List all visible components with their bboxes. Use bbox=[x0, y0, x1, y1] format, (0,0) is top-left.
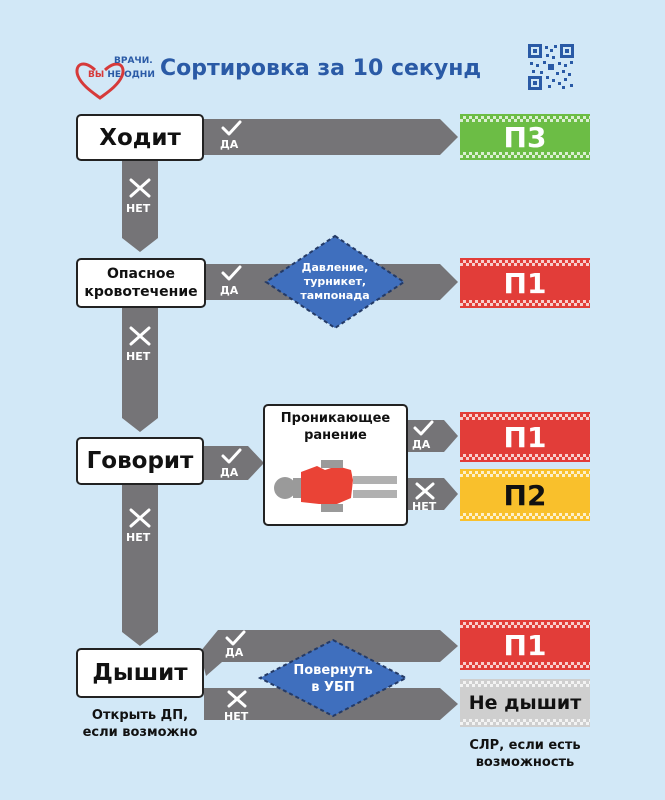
result-pattern bbox=[460, 471, 590, 477]
diamond-pressure-text: Давление, турникет, тампонада bbox=[276, 261, 394, 303]
node-bleeding-line1: Опасное bbox=[106, 266, 176, 282]
check-icon bbox=[221, 448, 242, 464]
node-penetrating-wound: Проникающее ранение bbox=[263, 404, 408, 526]
heart-logo-icon bbox=[75, 62, 125, 100]
arrow-talks-yes bbox=[204, 446, 264, 480]
result-not-breathing-label: Не дышит bbox=[468, 692, 582, 714]
note-cpr-line1: СЛР, если есть bbox=[469, 738, 581, 753]
node-talks: Говорит bbox=[76, 437, 204, 485]
result-pattern bbox=[460, 454, 590, 460]
yes-label: ДА bbox=[220, 138, 239, 151]
result-p2-label: П2 bbox=[503, 478, 547, 512]
note-airway-line2: если возможно bbox=[82, 725, 198, 740]
result-p1-breathing-label: П1 bbox=[503, 628, 547, 662]
arrow-walks-yes bbox=[204, 119, 458, 155]
note-airway-line1: Открыть ДП, bbox=[91, 708, 189, 723]
result-pattern bbox=[460, 152, 590, 158]
no-label: НЕТ bbox=[126, 202, 151, 215]
diamond-turn bbox=[257, 638, 409, 718]
arrow-talks-down bbox=[122, 485, 158, 646]
result-p1-penetrating: П1 bbox=[460, 412, 590, 462]
result-p1-breathing: П1 bbox=[460, 620, 590, 670]
penetrating-line1: Проникающее bbox=[280, 411, 391, 426]
node-walks: Ходит bbox=[76, 114, 204, 161]
logo-bottom-part-2: НЕ ОДНИ bbox=[107, 70, 155, 80]
result-p3-label: П3 bbox=[503, 120, 547, 154]
result-p1-bleeding-label: П1 bbox=[503, 266, 547, 300]
note-cpr: СЛР, если есть возможность bbox=[455, 737, 595, 771]
result-p3: П3 bbox=[460, 114, 590, 160]
result-p1-penetrating-label: П1 bbox=[503, 420, 547, 454]
yes-label: ДА bbox=[220, 466, 239, 479]
result-not-breathing: Не дышит bbox=[460, 679, 590, 727]
result-pattern bbox=[460, 414, 590, 420]
result-pattern bbox=[460, 116, 590, 122]
note-open-airway: Открыть ДП, если возможно bbox=[70, 707, 210, 741]
arrow-penetrating-yes bbox=[406, 420, 458, 452]
logo-bottom-text: ВЫ НЕ ОДНИ bbox=[88, 70, 155, 80]
result-pattern bbox=[460, 300, 590, 306]
check-icon bbox=[225, 630, 246, 646]
node-bleeding-line2: кровотечение bbox=[84, 284, 198, 300]
yes-label: ДА bbox=[220, 284, 239, 297]
node-breathes: Дышит bbox=[76, 648, 204, 698]
result-pattern bbox=[460, 622, 590, 628]
node-bleeding: Опасное кровотечение bbox=[76, 258, 206, 308]
yes-label: ДА bbox=[225, 646, 244, 659]
check-icon bbox=[413, 420, 434, 436]
no-label: НЕТ bbox=[126, 531, 151, 544]
pressure-line2: турникет, bbox=[303, 275, 367, 288]
diamond-turn-text: Повернуть в УБП bbox=[273, 662, 393, 696]
result-p2: П2 bbox=[460, 469, 590, 521]
turn-line1: Повернуть bbox=[293, 663, 373, 678]
no-label: НЕТ bbox=[224, 710, 249, 723]
penetrating-title: Проникающее ранение bbox=[265, 410, 406, 444]
note-cpr-line2: возможность bbox=[475, 755, 575, 770]
logo-top-text: ВРАЧИ. bbox=[114, 56, 153, 66]
no-label: НЕТ bbox=[412, 500, 437, 513]
injured-person-icon bbox=[274, 460, 397, 512]
diamond-pressure bbox=[264, 234, 406, 330]
arrow-bleeding-down bbox=[122, 308, 158, 432]
page-title: Сортировка за 10 секунд bbox=[160, 56, 482, 81]
yes-label: ДА bbox=[412, 438, 431, 451]
turn-line2: в УБП bbox=[311, 680, 355, 695]
pressure-line1: Давление, bbox=[301, 261, 369, 274]
check-icon bbox=[221, 120, 242, 136]
qr-code-icon bbox=[528, 44, 574, 90]
result-pattern bbox=[460, 681, 590, 687]
result-pattern bbox=[460, 513, 590, 519]
result-p1-bleeding: П1 bbox=[460, 258, 590, 308]
result-pattern bbox=[460, 719, 590, 725]
arrow-walks-down bbox=[122, 160, 158, 252]
result-pattern bbox=[460, 260, 590, 266]
logo-bottom-part-1: ВЫ bbox=[88, 70, 105, 80]
result-pattern bbox=[460, 662, 590, 668]
check-icon bbox=[221, 265, 242, 281]
pressure-line3: тампонада bbox=[300, 289, 370, 302]
no-label: НЕТ bbox=[126, 350, 151, 363]
penetrating-line2: ранение bbox=[304, 428, 367, 443]
